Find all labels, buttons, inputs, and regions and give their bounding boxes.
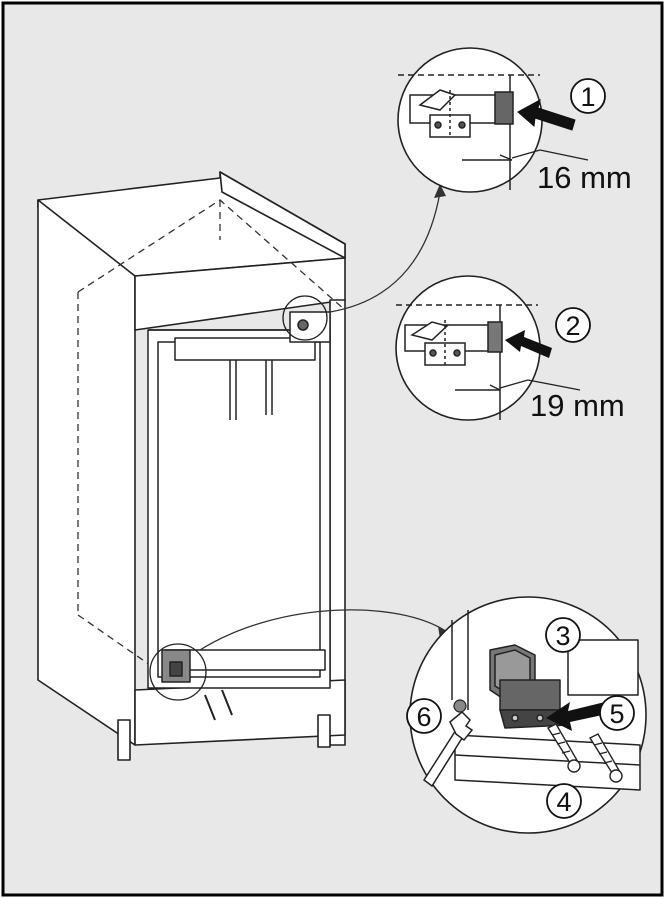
detail-circle-3 xyxy=(409,596,647,834)
dimension-16-mm xyxy=(499,149,589,161)
cabinet-niche xyxy=(37,171,346,761)
callout-6-label: 6 xyxy=(416,702,431,732)
dimension-label-bottom: 19 mm xyxy=(530,388,625,423)
arrow-icon xyxy=(505,330,552,358)
callout-5: 5 xyxy=(599,695,635,731)
nut-icon xyxy=(453,699,467,713)
callout-4: 4 xyxy=(546,783,582,819)
detail-circle-1 xyxy=(397,47,543,193)
callout-3: 3 xyxy=(545,617,581,653)
screw-icon xyxy=(588,733,623,783)
callout-6: 6 xyxy=(406,698,442,734)
wrench-icon xyxy=(422,710,474,788)
detail-marker-bottom xyxy=(149,643,207,701)
push-arrow-5 xyxy=(546,702,607,731)
dimension-19-mm xyxy=(489,379,581,391)
screw-icon xyxy=(546,723,581,773)
push-arrow-1 xyxy=(517,99,576,131)
push-arrow-2 xyxy=(505,330,552,358)
detail-marker-top xyxy=(282,295,328,341)
callout-3-label: 3 xyxy=(555,621,570,651)
appliance-body xyxy=(147,311,331,689)
callout-5-label: 5 xyxy=(609,699,624,729)
detail-circle-2 xyxy=(395,275,541,421)
callout-1-label: 1 xyxy=(580,82,595,112)
callout-1: 1 xyxy=(570,78,606,114)
arrow-icon xyxy=(434,184,446,198)
callout-2-label: 2 xyxy=(565,311,580,341)
dimension-label-top: 16 mm xyxy=(537,160,632,195)
callout-2: 2 xyxy=(555,307,591,343)
screws-small xyxy=(204,689,233,721)
arrow-icon xyxy=(546,702,607,731)
arrow-icon xyxy=(517,99,576,131)
appliance-outline xyxy=(77,199,346,666)
connector-lines xyxy=(199,191,448,651)
callout-4-label: 4 xyxy=(556,787,571,817)
